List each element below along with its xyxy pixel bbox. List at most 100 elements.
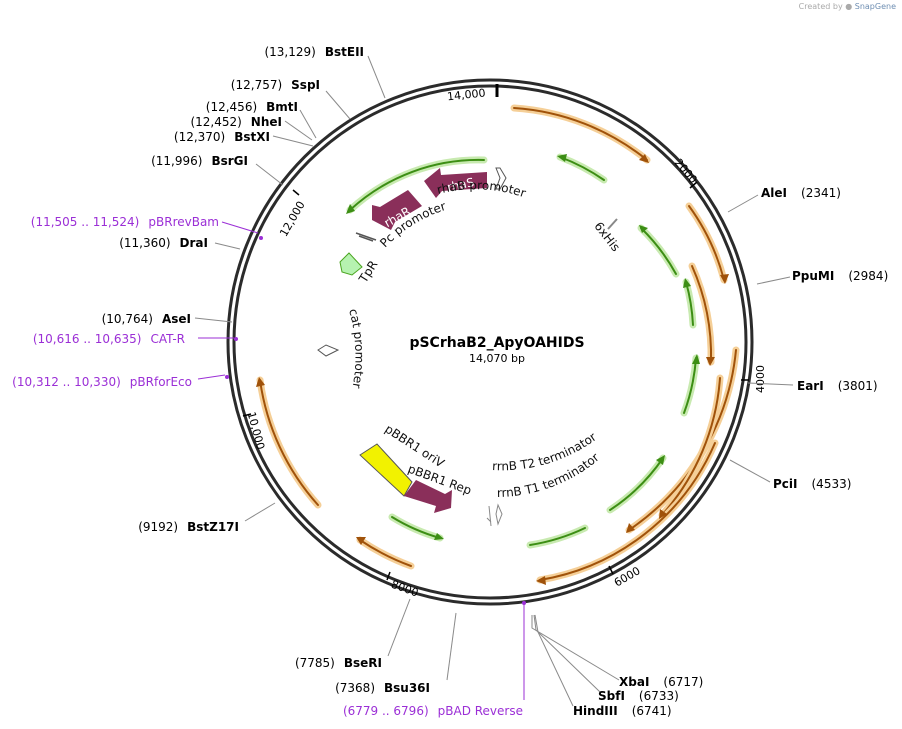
- enzyme-line: [534, 614, 574, 707]
- enzyme-line: [729, 459, 771, 483]
- primer-label: (6779 .. 6796)pBAD Reverse: [343, 704, 523, 718]
- enzyme-label: (7368) Bsu36I: [335, 681, 430, 695]
- primer-markers: [225, 236, 526, 605]
- primer-marker: [259, 236, 263, 240]
- enzyme-label: (12,757)SspI: [231, 78, 320, 92]
- enzyme-label: SbfI(6733): [598, 689, 679, 703]
- tick-mark: [386, 571, 391, 581]
- enzyme-line: [727, 194, 759, 213]
- terminator-T2: [486, 505, 492, 527]
- primer-lines: [197, 221, 525, 700]
- enzyme-position: (13,129): [264, 45, 315, 59]
- primer-marker: [522, 601, 526, 605]
- primer-position: (10,616 .. 10,635): [33, 332, 142, 346]
- enzyme-name: BmtI: [266, 100, 298, 114]
- enzyme-label: (10,764) AseI: [102, 312, 191, 326]
- pBBR1-oriV-shape: [359, 443, 413, 497]
- enzyme-line: [747, 382, 794, 386]
- feature-arc-orange: [661, 377, 721, 516]
- cat-promoter-arrow: [317, 344, 340, 357]
- feature-arc-green: [606, 454, 667, 514]
- enzyme-line: [387, 598, 411, 657]
- enzyme-label: EarI(3801): [797, 379, 878, 393]
- enzyme-line: [244, 502, 276, 522]
- feature-arc-orange: [510, 104, 651, 164]
- feature-arc-orange: [259, 379, 319, 506]
- tick-mark: [608, 565, 614, 575]
- primer-label: (10,616 .. 10,635) CAT-R: [33, 332, 185, 346]
- backbone: [226, 78, 754, 606]
- enzyme-name: NheI: [251, 115, 282, 129]
- feature-arc-green: [349, 158, 485, 211]
- small-features: [317, 167, 618, 527]
- enzyme-line: [325, 90, 351, 120]
- tick-mark: [689, 181, 698, 189]
- cat-promoter-label: cat promoter: [346, 307, 366, 389]
- enzyme-name: BseRI: [344, 656, 382, 670]
- plasmid-size: 14,070 bp: [469, 352, 525, 365]
- arrowhead: [626, 523, 635, 533]
- enzyme-position: (7785): [295, 656, 335, 670]
- enzyme-line: [194, 317, 233, 323]
- primer-position: (11,505 .. 11,524): [31, 215, 140, 229]
- enzyme-labels-right: AleI(2341) PpuMI(2984) EarI(3801) PciI(4…: [573, 186, 888, 718]
- enzyme-name: BsrGI: [211, 154, 248, 168]
- arrowhead: [656, 455, 665, 465]
- enzyme-label: (11,996)BsrGI: [151, 154, 248, 168]
- enzyme-name: Bsu36I: [384, 681, 430, 695]
- green-arrowheads: [346, 154, 700, 540]
- rhaB-promoter-label: rhaB promoter: [435, 178, 527, 200]
- enzyme-position: (4533): [812, 477, 852, 491]
- enzyme-name: BstEII: [325, 45, 364, 59]
- orange-features: [256, 104, 740, 584]
- feature-arc-green: [526, 524, 589, 549]
- enzyme-line: [214, 242, 241, 250]
- rhaS-arrow: [424, 168, 487, 198]
- feature-arc-orange: [691, 265, 713, 363]
- enzyme-name: AleI: [761, 186, 787, 200]
- enzyme-line: [255, 163, 284, 186]
- tick-label: 12,000: [277, 199, 308, 239]
- enzyme-line: [272, 135, 314, 147]
- enzyme-position: (12,452): [190, 115, 241, 129]
- enzyme-position: (11,360): [119, 236, 170, 250]
- tick-label: 8000: [389, 578, 420, 600]
- enzyme-name: HindIII: [573, 704, 618, 718]
- arrowhead: [256, 377, 265, 387]
- enzyme-name: AseI: [162, 312, 191, 326]
- TpR-label: TpR: [356, 258, 381, 286]
- feature-arc-orange: [513, 107, 648, 161]
- arrowhead: [536, 576, 546, 585]
- enzyme-position: (6741): [632, 704, 672, 718]
- enzyme-label: (12,456) BmtI: [206, 100, 298, 114]
- enzyme-position: (12,757): [231, 78, 282, 92]
- arrowhead: [659, 509, 667, 519]
- enzyme-label: XbaI(6717): [619, 675, 703, 689]
- primer-position: (6779 .. 6796): [343, 704, 429, 718]
- snapgene-watermark: Created by ● SnapGene: [799, 2, 896, 11]
- enzyme-position: (12,456): [206, 100, 257, 114]
- feature-arc-green: [529, 527, 586, 546]
- enzyme-name: BstZ17I: [187, 520, 239, 534]
- watermark-brand: SnapGene: [854, 2, 896, 11]
- tick-mark: [292, 189, 300, 196]
- primer-name: CAT-R: [150, 332, 185, 346]
- feature-arc-green: [680, 354, 700, 417]
- primer-position: (10,312 .. 10,330): [12, 375, 121, 389]
- primer-line: [197, 374, 226, 380]
- enzyme-name: BstXI: [234, 130, 270, 144]
- primer-labels: (11,505 .. 11,524)pBRrevBam (10,616 .. 1…: [12, 215, 523, 718]
- orange-arrowheads: [256, 154, 729, 585]
- enzyme-label: PciI(4533): [773, 477, 851, 491]
- arrowhead: [557, 154, 567, 162]
- plasmid-name: pSCrhaB2_ApyOAHIDS: [409, 335, 584, 351]
- enzyme-line: [367, 55, 386, 99]
- primer-name: pBRforEco: [130, 375, 192, 389]
- enzyme-position: (7368): [335, 681, 375, 695]
- tick-label: 14,000: [446, 86, 486, 103]
- enzyme-position: (10,764): [102, 312, 153, 326]
- pBBR1-Rep-arrow: [404, 480, 452, 513]
- enzyme-label: (11,360)DraI: [119, 236, 208, 250]
- feature-arc-orange: [256, 376, 322, 509]
